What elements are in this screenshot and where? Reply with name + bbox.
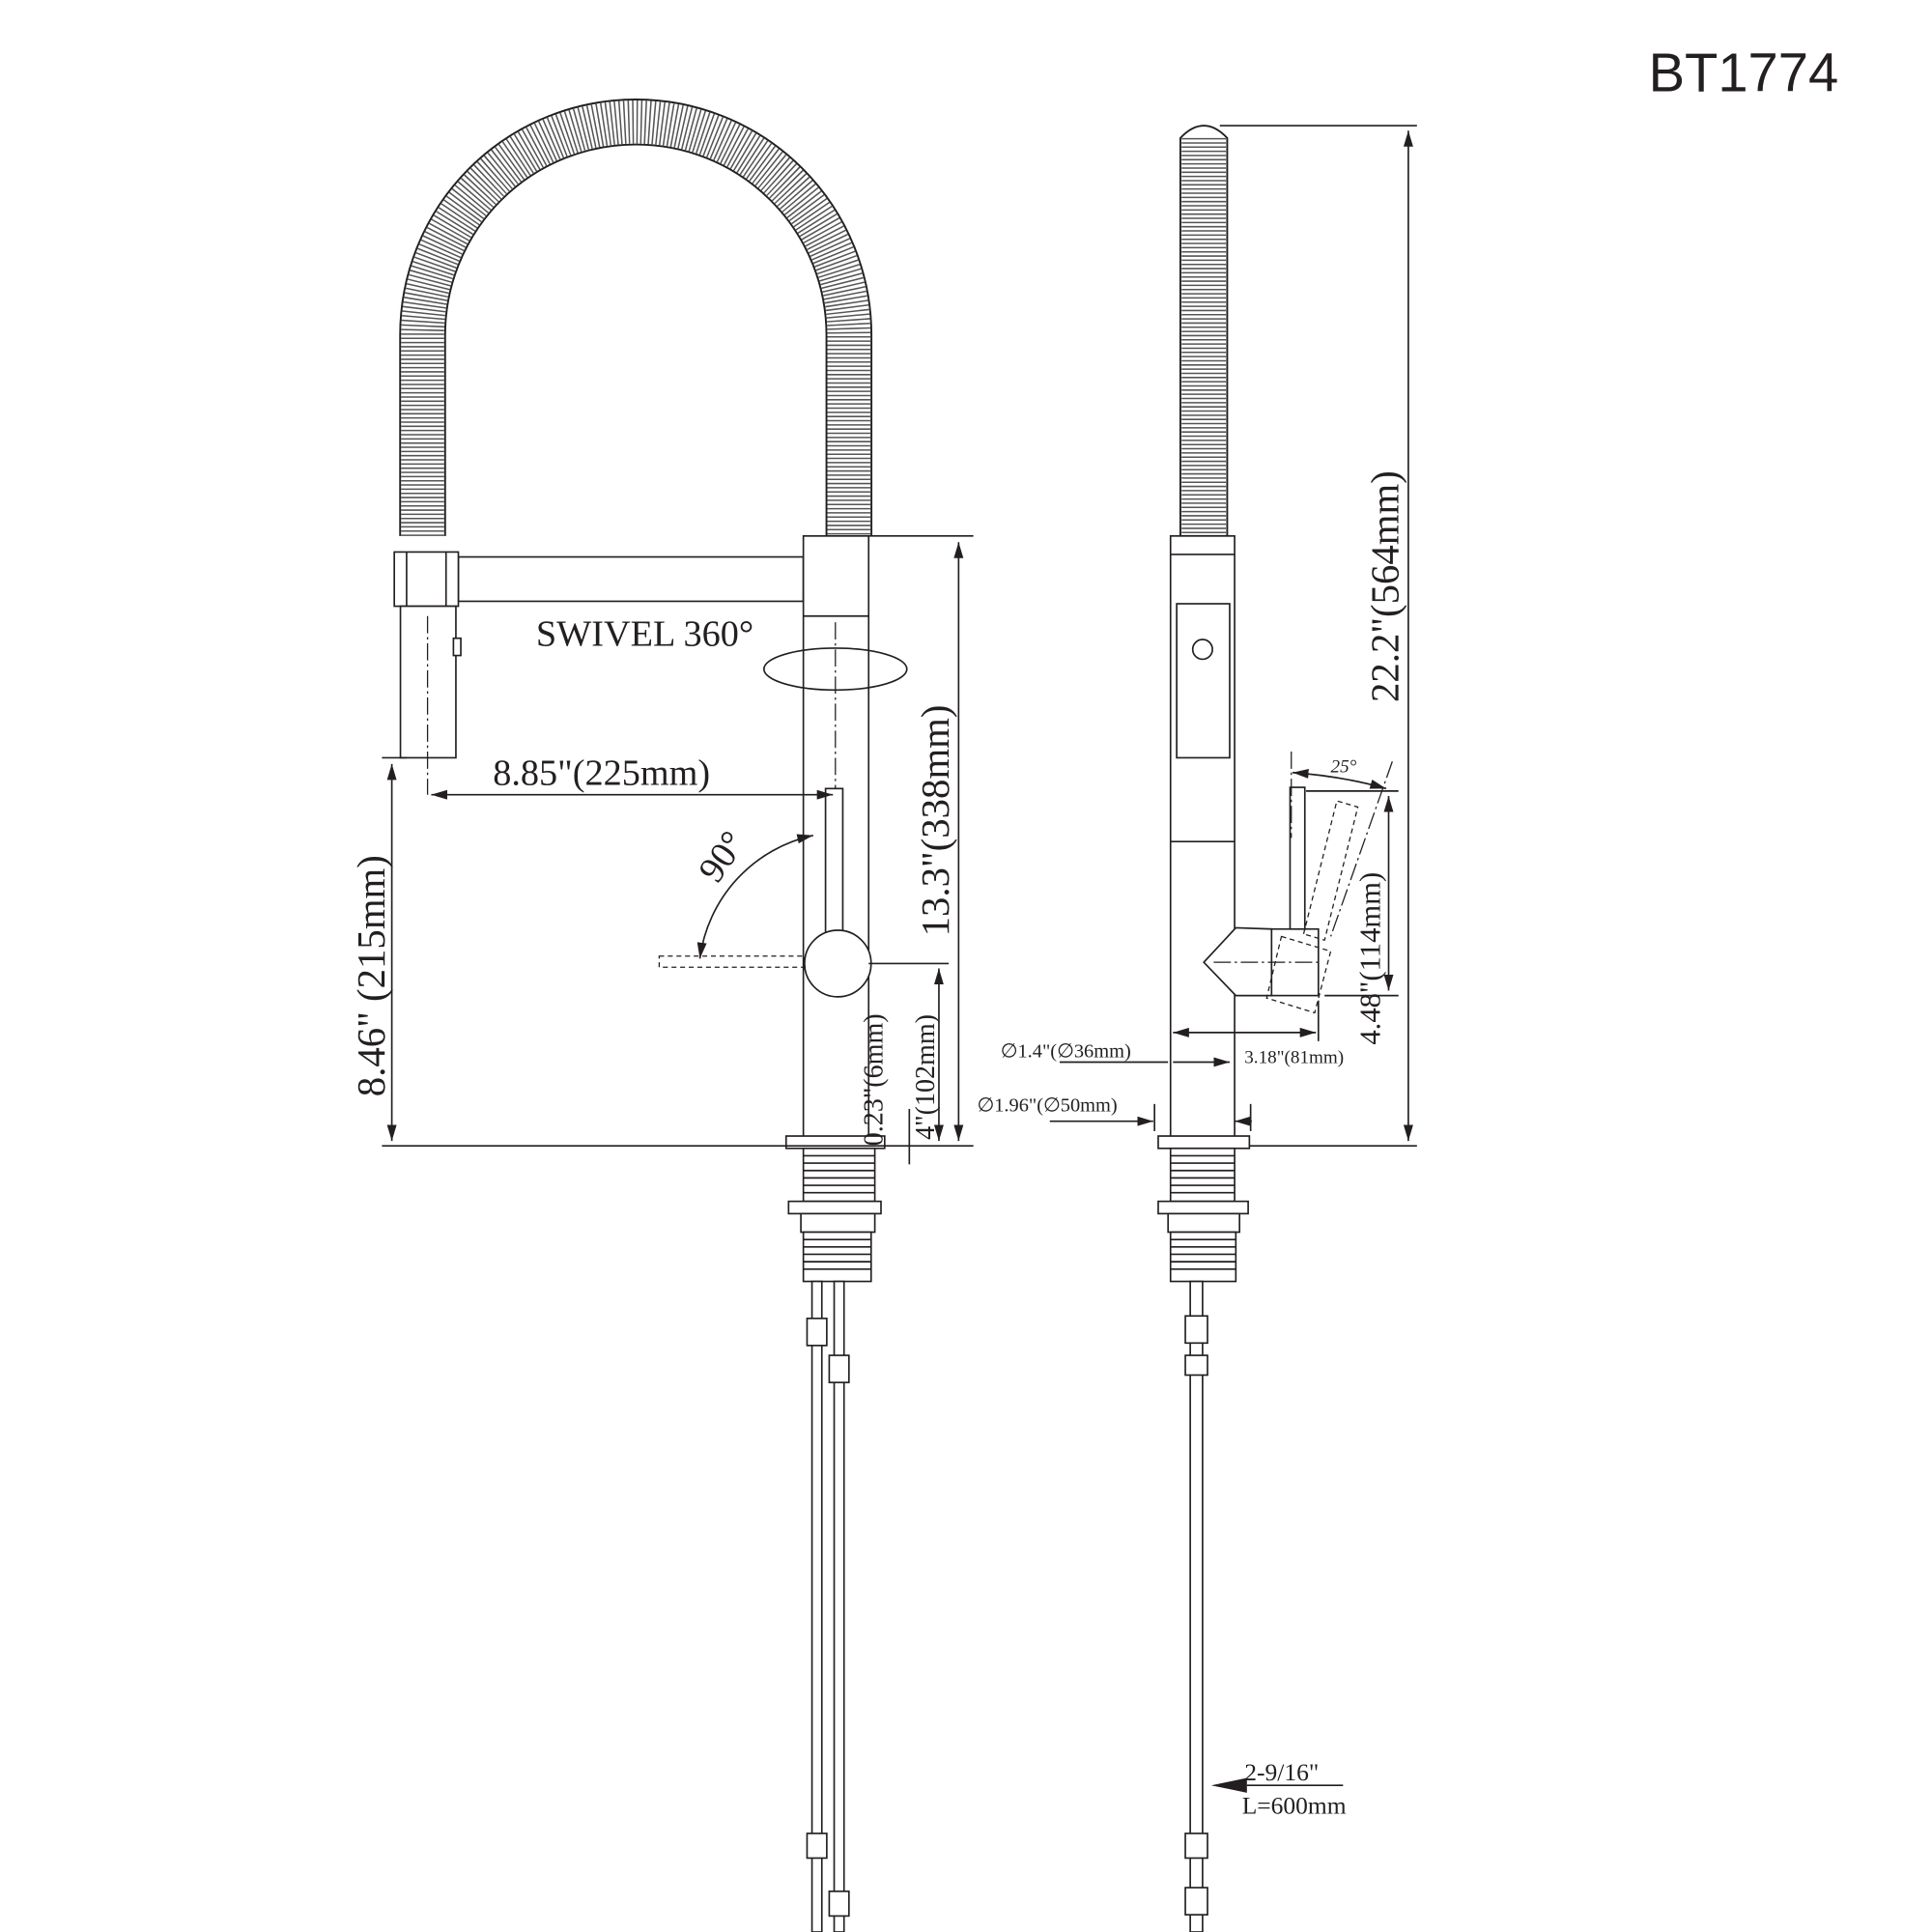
reach-dimension: 8.85"(225mm) [493,753,710,794]
height-dimension: 13.3"(338mm) [914,704,957,936]
spray-button [452,637,462,657]
lever-height-dimension: 4.48"(114mm) [1354,872,1387,1045]
swivel-label: SWIVEL 360° [536,613,753,654]
hose-size: 2-9/16" [1244,1758,1319,1786]
handle-tilt-angle: 25° [1331,757,1357,778]
side-handle-lever [1289,786,1306,930]
handle-height-dimension: 4"(102mm) [911,1014,941,1140]
spout-height-dimension: 8.46" (215mm) [350,855,393,1096]
hose-length: L=600mm [1242,1792,1347,1820]
lever-reach-dimension: 3.18"(81mm) [1244,1048,1344,1068]
base-thickness-dimension: 0.23"(6mm) [859,1013,889,1146]
handle-angle: 90° [691,824,753,890]
model-number: BT1774 [1649,42,1839,102]
swivel-indicator [762,647,908,692]
side-view: 22.2"(564mm) 25° 4.48"(114mm) 3.18"(81mm… [977,125,1417,1932]
body-diameter: ∅1.4"(∅36mm) [1001,1040,1131,1062]
handle-hub [804,929,872,998]
side-spray-button [1191,639,1213,661]
base-diameter: ∅1.96"(∅50mm) [977,1095,1117,1117]
side-sprayhead [1176,603,1231,759]
handle-lever [824,787,844,938]
front-view: SWIVEL 360° 8.85"(225mm) 13.3"(338mm) 8.… [350,99,974,1932]
spray-collar [393,551,460,608]
overall-height-dimension: 22.2"(564mm) [1364,470,1407,702]
